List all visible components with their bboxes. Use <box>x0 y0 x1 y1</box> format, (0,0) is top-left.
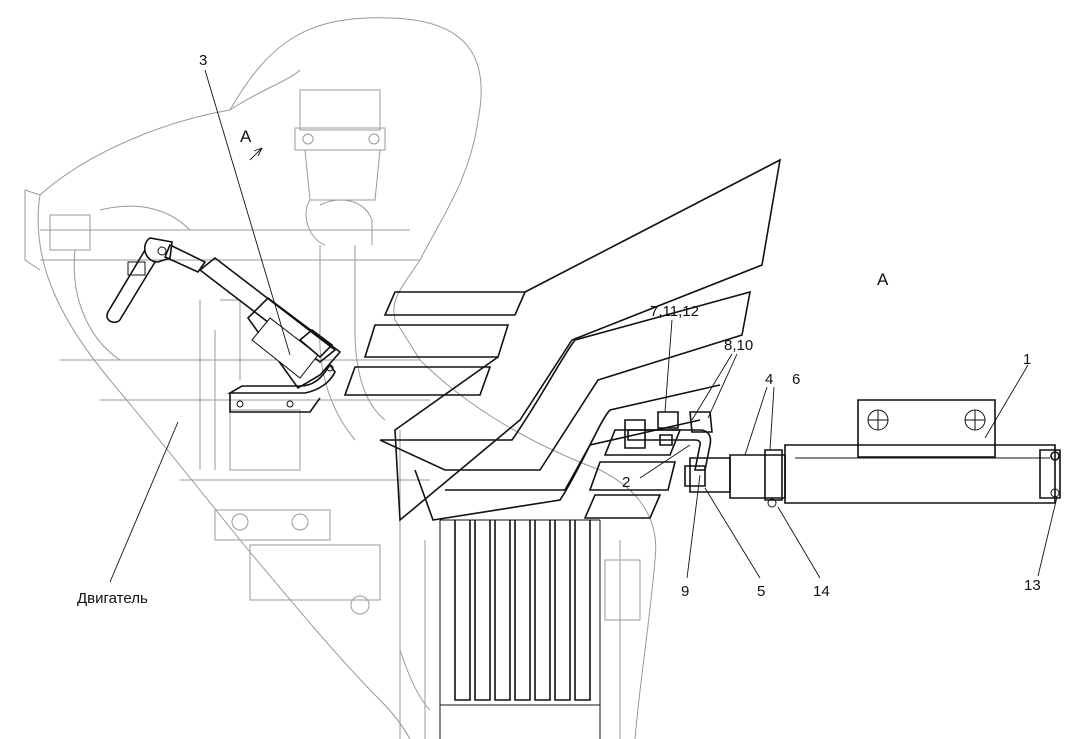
callout-2: 2 <box>622 474 630 491</box>
view-a-actuator <box>784 399 1061 504</box>
leader-6 <box>769 386 775 451</box>
deflector-plates <box>343 158 782 522</box>
bracket-linkage <box>624 411 786 508</box>
radiator-core <box>439 519 601 739</box>
leader-engine <box>109 421 179 583</box>
callout-1: 1 <box>1023 351 1031 368</box>
leader-4 <box>744 386 768 456</box>
callout-4: 4 <box>765 371 773 388</box>
engine-label: Двигатель <box>77 590 148 607</box>
engine-compartment-outline <box>24 17 657 739</box>
leader-5 <box>704 487 761 579</box>
callout-9: 9 <box>681 583 689 600</box>
leader-lines <box>109 69 1058 583</box>
actuator-assembly <box>106 237 342 413</box>
leader-9 <box>686 474 701 579</box>
callout-5: 5 <box>757 583 765 600</box>
callout-8-10: 8,10 <box>724 337 753 354</box>
leader-14 <box>777 506 821 579</box>
leader-13 <box>1037 496 1058 577</box>
callout-14: 14 <box>813 583 830 600</box>
view-arrow-a <box>249 147 263 161</box>
callout-3: 3 <box>199 52 207 69</box>
leader-2 <box>639 444 691 479</box>
view-a-marker: A <box>240 127 252 146</box>
callout-7-11-12: 7,11,12 <box>650 303 699 320</box>
callout-6: 6 <box>792 371 800 388</box>
leader-8-10 <box>707 353 738 419</box>
view-a-title: А <box>877 270 889 289</box>
leader-3 <box>204 69 291 356</box>
leader-7-11-12 <box>664 319 673 413</box>
callout-13: 13 <box>1024 577 1041 594</box>
leader-1 <box>984 364 1029 439</box>
